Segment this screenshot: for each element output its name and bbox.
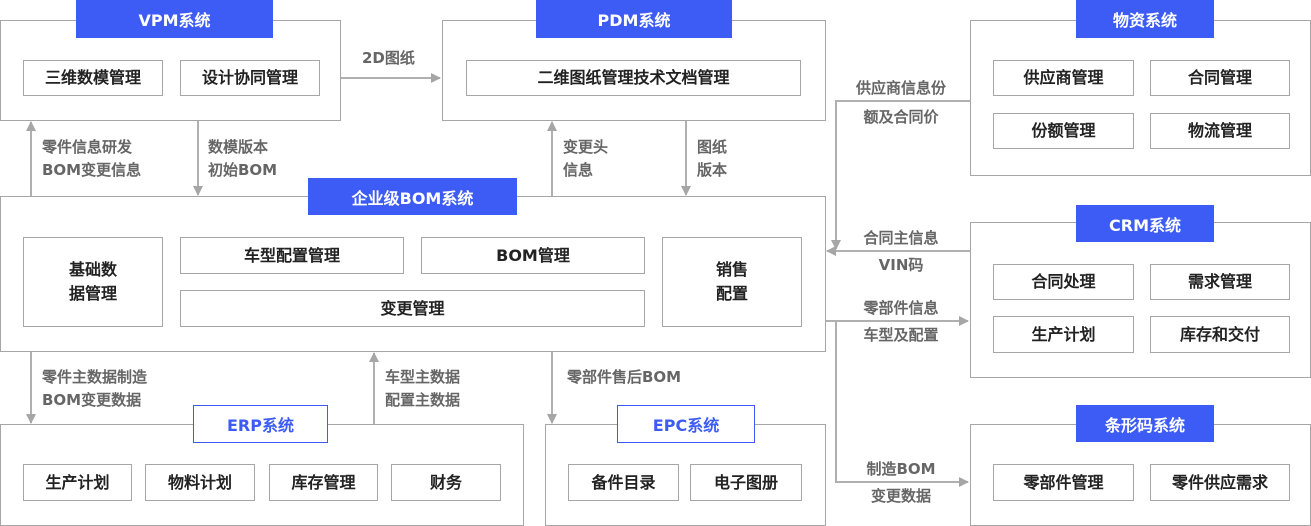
flow-label-line: 制造BOM — [866, 460, 936, 478]
flow-label-vpm-bom: 数模版本初始BOM — [208, 136, 277, 182]
flow-label-materials-bom: 供应商信息份额及合同价 — [845, 76, 957, 130]
materials-module[interactable]: 合同管理 — [1150, 60, 1290, 96]
materials-system-title: 物资系统 — [1076, 0, 1214, 38]
flow-label-line: 车型及配置 — [863, 326, 939, 344]
erp-module[interactable]: 财务 — [391, 464, 501, 501]
crm-module[interactable]: 库存和交付 — [1150, 316, 1290, 353]
flow-label-line: 图纸 — [697, 138, 728, 156]
flow-label-line: 车型主数据 — [385, 368, 461, 386]
flow-label-line: 零部件信息 — [863, 299, 939, 317]
flow-label-line: 零件信息研发 — [42, 138, 133, 156]
flow-label-erp-bom: 车型主数据配置主数据 — [385, 366, 460, 412]
erp-module[interactable]: 生产计划 — [23, 464, 132, 501]
erp-module[interactable]: 库存管理 — [269, 464, 378, 501]
flow-label-line: 变更头 — [563, 138, 609, 156]
flow-label-line: 初始BOM — [208, 161, 278, 179]
arrow-materials-bom — [831, 100, 970, 250]
flow-label-bom-vpm: 零件信息研发 BOM变更信息 — [42, 136, 141, 182]
flow-label-line: 数模版本 — [208, 138, 269, 156]
bom-module[interactable]: 车型配置管理 — [180, 237, 404, 274]
barcode-system-title: 条形码系统 — [1076, 405, 1214, 442]
materials-module[interactable]: 物流管理 — [1150, 113, 1290, 149]
flow-label-line: 供应商信息份 — [855, 79, 946, 97]
vpm-system-title: VPM系统 — [76, 0, 273, 38]
crm-module[interactable]: 生产计划 — [993, 316, 1134, 353]
bom-module[interactable]: 基础数 据管理 — [23, 237, 163, 327]
flow-label-vpm-pdm: 2D图纸 — [362, 49, 415, 67]
flow-label-line: 变更数据 — [870, 487, 931, 505]
flow-label-bom-crm: 零部件信息车型及配置 — [845, 296, 957, 348]
bom-module[interactable]: BOM管理 — [421, 237, 645, 274]
vpm-module[interactable]: 设计协同管理 — [180, 60, 320, 96]
flow-label-line: 信息 — [563, 161, 594, 179]
flow-label-crm-bom: 合同主信息 VIN码 — [845, 226, 957, 278]
flow-label-line: 版本 — [697, 161, 728, 179]
flow-label-line: 合同主信息 — [863, 229, 939, 247]
vpm-module[interactable]: 三维数模管理 — [23, 60, 163, 96]
pdm-system-title: PDM系统 — [536, 0, 732, 38]
pdm-module[interactable]: 二维图纸管理技术文档管理 — [466, 60, 801, 96]
epc-module[interactable]: 电子图册 — [690, 464, 802, 501]
barcode-module[interactable]: 零件供应需求 — [1150, 464, 1290, 501]
materials-system — [970, 20, 1311, 176]
epc-system-title: EPC系统 — [617, 405, 755, 443]
bom-system-title: 企业级BOM系统 — [308, 178, 517, 215]
flow-label-line: 配置主数据 — [385, 391, 461, 409]
crm-module[interactable]: 需求管理 — [1150, 264, 1290, 300]
crm-system — [970, 222, 1311, 378]
erp-module[interactable]: 物料计划 — [145, 464, 255, 501]
flow-label-bom-epc: 零部件售后BOM — [567, 368, 682, 386]
erp-system-title: ERP系统 — [193, 405, 328, 443]
flow-label-line: 额及合同价 — [863, 108, 939, 126]
epc-module[interactable]: 备件目录 — [568, 464, 679, 501]
flow-label-line: BOM变更数据 — [42, 391, 142, 409]
flow-label-bom-erp: 零件主数据制造 BOM变更数据 — [42, 366, 147, 412]
flow-label-bom-barcode: 制造BOM 变更数据 — [845, 457, 957, 509]
flow-label-pdm-bom: 图纸版本 — [697, 136, 727, 182]
materials-module[interactable]: 份额管理 — [993, 113, 1134, 149]
flow-label-line: BOM变更信息 — [42, 161, 142, 179]
bom-module[interactable]: 变更管理 — [180, 290, 645, 327]
crm-module[interactable]: 合同处理 — [993, 264, 1134, 300]
bom-module[interactable]: 销售 配置 — [662, 237, 802, 327]
materials-module[interactable]: 供应商管理 — [993, 60, 1134, 96]
crm-system-title: CRM系统 — [1076, 205, 1214, 242]
flow-label-line: 零件主数据制造 — [42, 368, 148, 386]
barcode-module[interactable]: 零部件管理 — [993, 464, 1134, 501]
flow-label-bom-pdm: 变更头信息 — [563, 136, 608, 182]
flow-label-line: VIN码 — [878, 256, 924, 274]
arrow-bom-barcode — [835, 321, 969, 487]
